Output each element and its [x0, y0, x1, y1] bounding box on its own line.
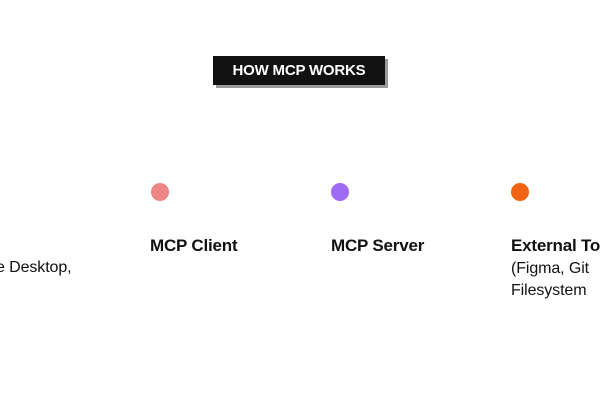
node-host-description: e Desktop, [0, 259, 72, 276]
node-external-tools-line-2: Filesystem [511, 282, 587, 299]
node-mcp-server-title: MCP Server [331, 236, 425, 255]
node-external-tools-line-1: (Figma, Git [511, 260, 590, 277]
title-badge: HOW MCP WORKS [213, 56, 385, 85]
node-mcp-client-title: MCP Client [150, 236, 238, 255]
mcp-server-dot-icon [331, 183, 349, 201]
external-tools-dot-icon [511, 183, 529, 201]
node-external-tools-title: External To [511, 236, 600, 255]
mcp-client-dot-icon [151, 183, 169, 201]
diagram-title: HOW MCP WORKS [232, 62, 366, 79]
